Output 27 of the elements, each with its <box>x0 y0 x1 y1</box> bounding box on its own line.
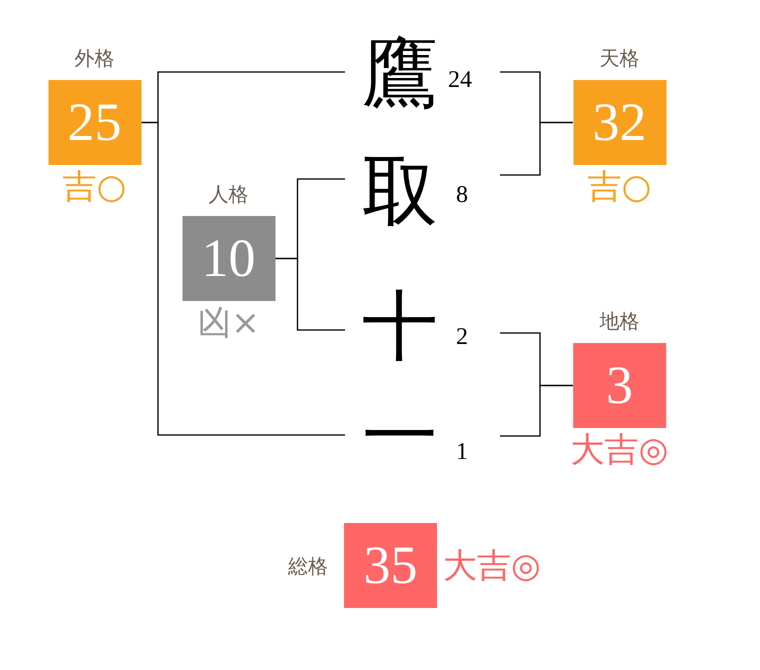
category-label: 天格 <box>600 46 640 70</box>
category-label: 地格 <box>600 309 640 333</box>
name-character: 十 <box>362 287 438 365</box>
name-character: 取 <box>362 152 438 230</box>
fortune-label: 吉○ <box>62 166 126 209</box>
stroke-count: 8 <box>456 183 468 207</box>
stroke-count: 1 <box>456 440 468 464</box>
bracket-line <box>500 122 573 176</box>
name-character: 鷹 <box>362 35 438 113</box>
score-tile: 32 <box>573 80 666 165</box>
bracket-line <box>500 384 573 437</box>
category-label: 人格 <box>208 182 248 206</box>
category-label: 外格 <box>74 46 114 70</box>
score-tile: 35 <box>344 523 437 608</box>
category-label: 総格 <box>288 554 328 578</box>
bracket-line <box>141 122 345 436</box>
score-tile: 10 <box>182 216 275 301</box>
fortune-label: 凶× <box>197 302 260 345</box>
fortune-label: 吉○ <box>588 166 652 209</box>
stroke-count: 24 <box>448 68 472 92</box>
score-tile: 3 <box>573 343 666 428</box>
name-character: 一 <box>362 397 438 475</box>
fortune-label: 大吉◎ <box>570 429 668 472</box>
fortune-label: 大吉◎ <box>443 544 541 588</box>
bracket-line <box>275 258 345 331</box>
stroke-count: 2 <box>456 325 468 349</box>
score-tile: 25 <box>48 80 141 165</box>
